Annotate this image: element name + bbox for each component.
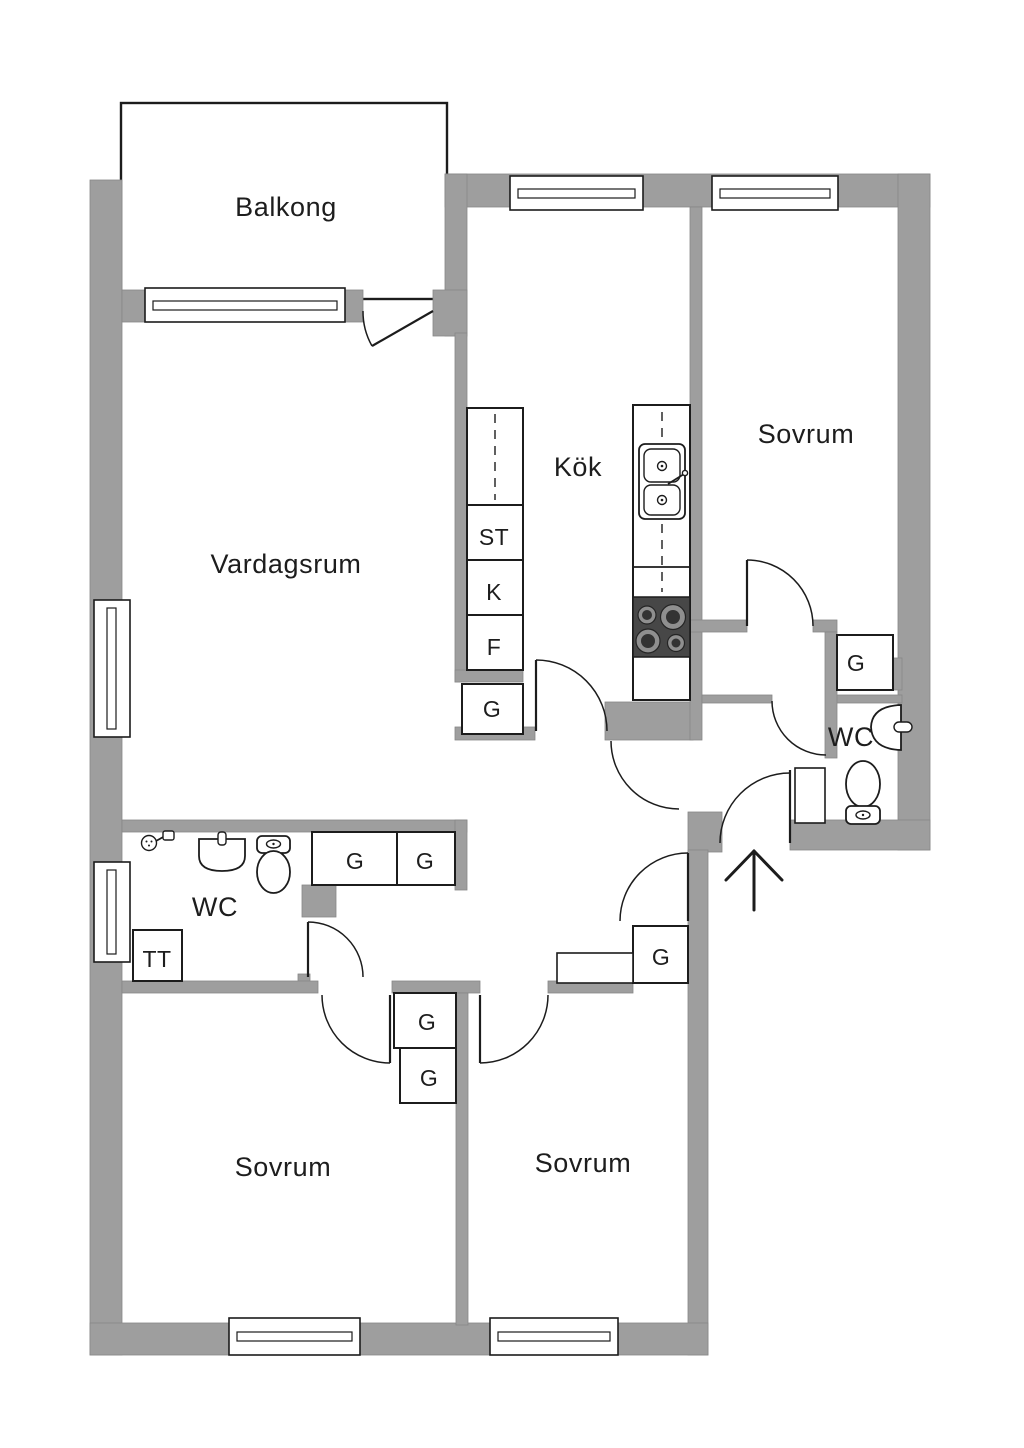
closet-box-g-left-2 bbox=[396, 831, 456, 886]
room-label-kok: Kök bbox=[554, 452, 602, 482]
wall-step-bottom-right bbox=[789, 819, 931, 851]
wall-bedroom-divider bbox=[455, 992, 469, 1326]
wall-wc-left-block bbox=[301, 884, 337, 918]
closet-box-g-bc bbox=[632, 925, 689, 984]
door-balcony bbox=[362, 310, 434, 347]
room-label-sovrum-bc: Sovrum bbox=[535, 1148, 632, 1178]
wall-kitchen-bottom-block bbox=[604, 701, 694, 741]
closet-box-g-left-1 bbox=[311, 831, 398, 886]
toilet-icon bbox=[845, 760, 881, 825]
wall-bedroom-tr-south-right bbox=[812, 619, 838, 633]
wall-corridor-top bbox=[701, 694, 773, 704]
closet-label-g: G bbox=[418, 1009, 436, 1035]
window-wc-left bbox=[93, 861, 131, 963]
closet-label-g: G bbox=[420, 1065, 438, 1091]
door-bedroom-bl bbox=[321, 994, 392, 1064]
window-bedroom-tr bbox=[711, 175, 839, 211]
toilet-icon bbox=[256, 835, 291, 894]
wall-living-kitchen-divider bbox=[454, 332, 468, 683]
wall-exterior-left bbox=[89, 179, 123, 1356]
entry-door-leaf-panel bbox=[794, 767, 826, 824]
wall-under-closet-f bbox=[454, 669, 524, 683]
wall-pier-balcony-right bbox=[344, 289, 364, 323]
wall-corner-living-kitchen bbox=[432, 289, 468, 337]
closet-label-g: G bbox=[652, 944, 670, 970]
closet-label-f: F bbox=[487, 634, 501, 660]
room-label-sovrum-bl: Sovrum bbox=[235, 1152, 332, 1182]
shelf-box bbox=[556, 952, 634, 984]
closet-label-g: G bbox=[416, 848, 434, 874]
balcony-outline bbox=[119, 101, 449, 301]
wall-living-south bbox=[121, 819, 468, 833]
door-hall-entry bbox=[610, 740, 680, 810]
window-kitchen bbox=[509, 175, 644, 211]
closet-box-st bbox=[466, 504, 524, 561]
closet-label-g: G bbox=[346, 848, 364, 874]
stove-icon bbox=[632, 596, 691, 658]
window-bedroom-bc bbox=[489, 1317, 619, 1356]
door-bedroom-tr bbox=[745, 559, 814, 627]
shower-mixer-icon bbox=[140, 830, 175, 852]
closet-label-k: K bbox=[486, 579, 502, 605]
washbasin-icon bbox=[870, 704, 913, 751]
entry-arrow-icon bbox=[724, 849, 784, 912]
wall-wc-right-top bbox=[825, 694, 903, 704]
closet-label-g: G bbox=[483, 696, 501, 722]
wall-wc-right-left bbox=[824, 631, 838, 759]
closets bbox=[132, 404, 894, 1104]
window-living-left bbox=[93, 599, 131, 738]
wall-bedroom-tr-south-left bbox=[689, 619, 748, 633]
door-wc-left bbox=[306, 921, 364, 978]
doors bbox=[306, 310, 827, 1064]
wall-exterior-right bbox=[897, 173, 931, 851]
wall-closet-column-top bbox=[391, 980, 481, 994]
double-sink-icon bbox=[638, 443, 689, 520]
wall-pier-balcony-left bbox=[121, 289, 146, 323]
window-living-balcony bbox=[144, 287, 346, 323]
labels: Balkong Vardagsrum Kök Sovrum WC WC Sovr… bbox=[143, 192, 874, 1182]
room-label-balkong: Balkong bbox=[235, 192, 337, 222]
closet-box-tt bbox=[132, 929, 183, 982]
door-bedroom-bc bbox=[478, 994, 549, 1064]
closet-box-g-col-2 bbox=[399, 1047, 457, 1104]
walls bbox=[89, 173, 931, 1356]
closet-box-g-col-1 bbox=[393, 992, 457, 1049]
wall-wc-left-bottom bbox=[121, 980, 319, 994]
wall-kitchen-bedroom-divider bbox=[689, 206, 703, 741]
washbasin-icon bbox=[198, 831, 246, 872]
closet-label-st: ST bbox=[479, 524, 509, 550]
counter-box-left bbox=[466, 407, 524, 506]
window-bedroom-bl bbox=[228, 1317, 361, 1356]
door-hall-corridor bbox=[619, 852, 690, 922]
closet-label-tt: TT bbox=[143, 946, 172, 972]
room-label-sovrum-tr: Sovrum bbox=[758, 419, 855, 449]
wall-closet-gg-right bbox=[454, 819, 468, 891]
room-label-vardagsrum: Vardagsrum bbox=[210, 549, 361, 579]
wall-exterior-lower-right bbox=[687, 849, 709, 1356]
closet-box-g-kitchen bbox=[461, 683, 524, 735]
door-kitchen bbox=[534, 659, 608, 732]
windows bbox=[93, 175, 839, 1356]
closet-box-f bbox=[466, 614, 524, 671]
wall-entry-junction bbox=[687, 811, 723, 853]
door-entrance bbox=[719, 770, 792, 844]
closet-label-g: G bbox=[847, 650, 865, 676]
room-label-wc-left: WC bbox=[192, 892, 238, 922]
closet-box-g-right bbox=[836, 634, 894, 691]
door-wc-right bbox=[771, 700, 827, 756]
room-label-wc-right: WC bbox=[828, 722, 874, 752]
fixtures bbox=[140, 443, 913, 912]
closet-box-k bbox=[466, 559, 524, 616]
